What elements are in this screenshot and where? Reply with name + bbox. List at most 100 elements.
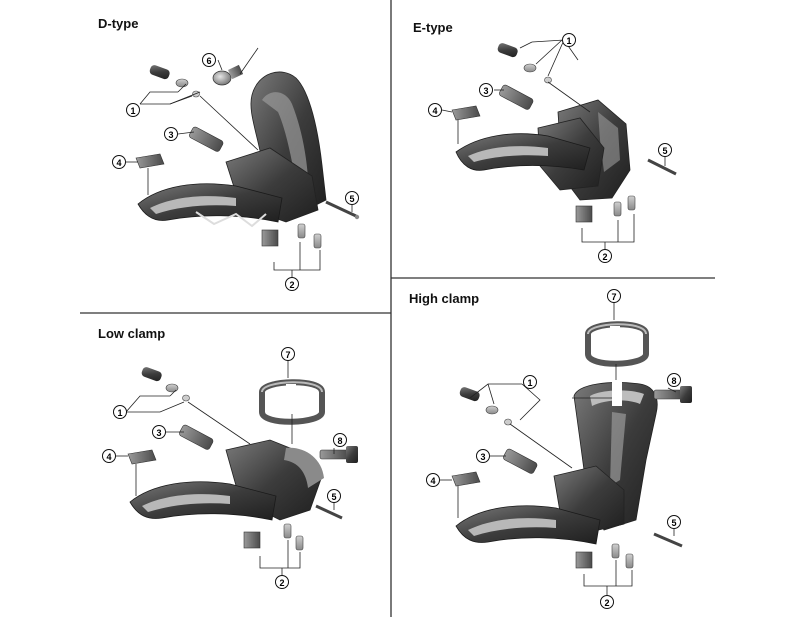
svg-text:2: 2 bbox=[289, 280, 294, 290]
e-type-cage-highlight bbox=[468, 146, 548, 162]
d-type-callout-3: 3 bbox=[164, 127, 178, 141]
low-clamp-leaders bbox=[116, 360, 335, 576]
low-clamp-callout-2: 2 bbox=[275, 575, 289, 589]
svg-text:2: 2 bbox=[604, 598, 609, 608]
d-type-part-6-bolt bbox=[212, 64, 244, 86]
svg-text:5: 5 bbox=[331, 492, 336, 502]
low-clamp-callouts: 7 1 3 8 4 5 2 bbox=[102, 347, 347, 589]
d-type-part-2-parts bbox=[261, 223, 322, 249]
high-clamp-part-5-screw bbox=[653, 532, 683, 548]
svg-text:4: 4 bbox=[106, 452, 111, 462]
d-type-callouts: 6 1 3 4 5 2 bbox=[112, 53, 359, 291]
svg-text:1: 1 bbox=[527, 378, 532, 388]
high-clamp-callout-8: 8 bbox=[667, 373, 681, 387]
high-clamp-callout-7: 7 bbox=[607, 289, 621, 303]
low-clamp-part-7-clamp bbox=[259, 379, 325, 425]
high-clamp-callout-5: 5 bbox=[667, 515, 681, 529]
e-type-part-5-screw bbox=[647, 158, 677, 176]
high-clamp-part-3-spacer bbox=[503, 448, 538, 474]
high-clamp-callout-2: 2 bbox=[600, 595, 614, 609]
high-clamp-part-4-pad bbox=[451, 471, 481, 487]
d-type-assembly: 6 1 3 4 5 2 bbox=[112, 47, 360, 291]
svg-text:7: 7 bbox=[285, 350, 290, 360]
low-clamp-title: Low clamp bbox=[98, 326, 166, 341]
e-type-title: E-type bbox=[413, 20, 453, 35]
e-type-part-3-spacer bbox=[499, 84, 534, 110]
svg-text:3: 3 bbox=[480, 452, 485, 462]
d-type-cage-highlight bbox=[150, 196, 236, 214]
quadrant-dividers bbox=[80, 0, 715, 617]
high-clamp-callout-1: 1 bbox=[523, 375, 537, 389]
svg-text:5: 5 bbox=[662, 146, 667, 156]
svg-text:7: 7 bbox=[611, 292, 616, 302]
d-type-leaders bbox=[126, 47, 353, 278]
high-clamp-body-highlight bbox=[610, 412, 626, 486]
svg-text:3: 3 bbox=[156, 428, 161, 438]
svg-text:1: 1 bbox=[117, 408, 122, 418]
svg-text:2: 2 bbox=[279, 578, 284, 588]
svg-text:3: 3 bbox=[483, 86, 488, 96]
d-type-callout-6: 6 bbox=[202, 53, 216, 67]
low-clamp-callout-7: 7 bbox=[281, 347, 295, 361]
d-type-part-5-screw bbox=[325, 200, 357, 218]
svg-text:8: 8 bbox=[671, 376, 676, 386]
svg-text:1: 1 bbox=[130, 106, 135, 116]
high-clamp-callouts: 7 1 8 3 4 5 2 bbox=[426, 289, 681, 609]
low-clamp-part-1-bolts bbox=[141, 367, 190, 402]
low-clamp-band bbox=[284, 447, 324, 488]
high-clamp-assembly: 7 1 8 3 4 5 2 bbox=[426, 289, 692, 609]
d-type-title: D-type bbox=[98, 16, 139, 31]
e-type-part-1-bolts bbox=[497, 43, 552, 84]
low-clamp-callout-8: 8 bbox=[333, 433, 347, 447]
e-type-assembly: 1 3 4 5 2 bbox=[428, 33, 677, 263]
svg-text:5: 5 bbox=[671, 518, 676, 528]
d-type-part-4-pad bbox=[135, 153, 165, 169]
e-type-plate-highlight bbox=[598, 112, 620, 172]
low-clamp-part-2-parts bbox=[243, 523, 304, 551]
svg-text:8: 8 bbox=[337, 436, 342, 446]
e-type-callout-2: 2 bbox=[598, 249, 612, 263]
svg-text:5: 5 bbox=[349, 194, 354, 204]
low-clamp-part-5-screw bbox=[315, 504, 343, 520]
low-clamp-callout-4: 4 bbox=[102, 449, 116, 463]
high-clamp-part-7-clamp bbox=[585, 321, 649, 367]
low-clamp-part-8-bolt bbox=[319, 446, 358, 463]
low-clamp-part-4-pad bbox=[127, 449, 157, 465]
high-clamp-part-2-parts bbox=[575, 543, 634, 569]
d-type-callout-1: 1 bbox=[126, 103, 140, 117]
high-clamp-gap bbox=[612, 380, 622, 406]
e-type-part-2-parts bbox=[575, 195, 636, 223]
low-clamp-assembly: 7 1 3 8 4 5 2 bbox=[102, 347, 358, 589]
high-clamp-part-8-bolt bbox=[653, 386, 692, 403]
e-type-callout-4: 4 bbox=[428, 103, 442, 117]
e-type-part-4-pad bbox=[451, 105, 481, 121]
low-clamp-part-3-spacer bbox=[179, 424, 214, 450]
high-clamp-title: High clamp bbox=[409, 291, 480, 306]
high-clamp-callout-3: 3 bbox=[476, 449, 490, 463]
high-clamp-cage-highlight bbox=[468, 518, 556, 536]
svg-text:4: 4 bbox=[116, 158, 121, 168]
e-type-callouts: 1 3 4 5 2 bbox=[428, 33, 672, 263]
svg-text:3: 3 bbox=[168, 130, 173, 140]
d-type-callout-2: 2 bbox=[285, 277, 299, 291]
high-clamp-part-1-bolts bbox=[459, 387, 512, 426]
d-type-callout-4: 4 bbox=[112, 155, 126, 169]
high-clamp-callout-4: 4 bbox=[426, 473, 440, 487]
svg-text:6: 6 bbox=[206, 56, 211, 66]
low-clamp-callout-5: 5 bbox=[327, 489, 341, 503]
svg-text:1: 1 bbox=[566, 36, 571, 46]
e-type-callout-3: 3 bbox=[479, 83, 493, 97]
d-type-part-3-spacer bbox=[189, 126, 224, 152]
svg-text:4: 4 bbox=[432, 106, 437, 116]
low-clamp-callout-1: 1 bbox=[113, 405, 127, 419]
low-clamp-cage-highlight bbox=[142, 494, 230, 512]
high-clamp-leaders bbox=[440, 302, 677, 596]
d-type-callout-5: 5 bbox=[345, 191, 359, 205]
d-type-mount-highlight bbox=[262, 92, 308, 184]
low-clamp-callout-3: 3 bbox=[152, 425, 166, 439]
d-type-cage-cutouts bbox=[195, 211, 267, 228]
svg-text:2: 2 bbox=[602, 252, 607, 262]
e-type-callout-5: 5 bbox=[658, 143, 672, 157]
